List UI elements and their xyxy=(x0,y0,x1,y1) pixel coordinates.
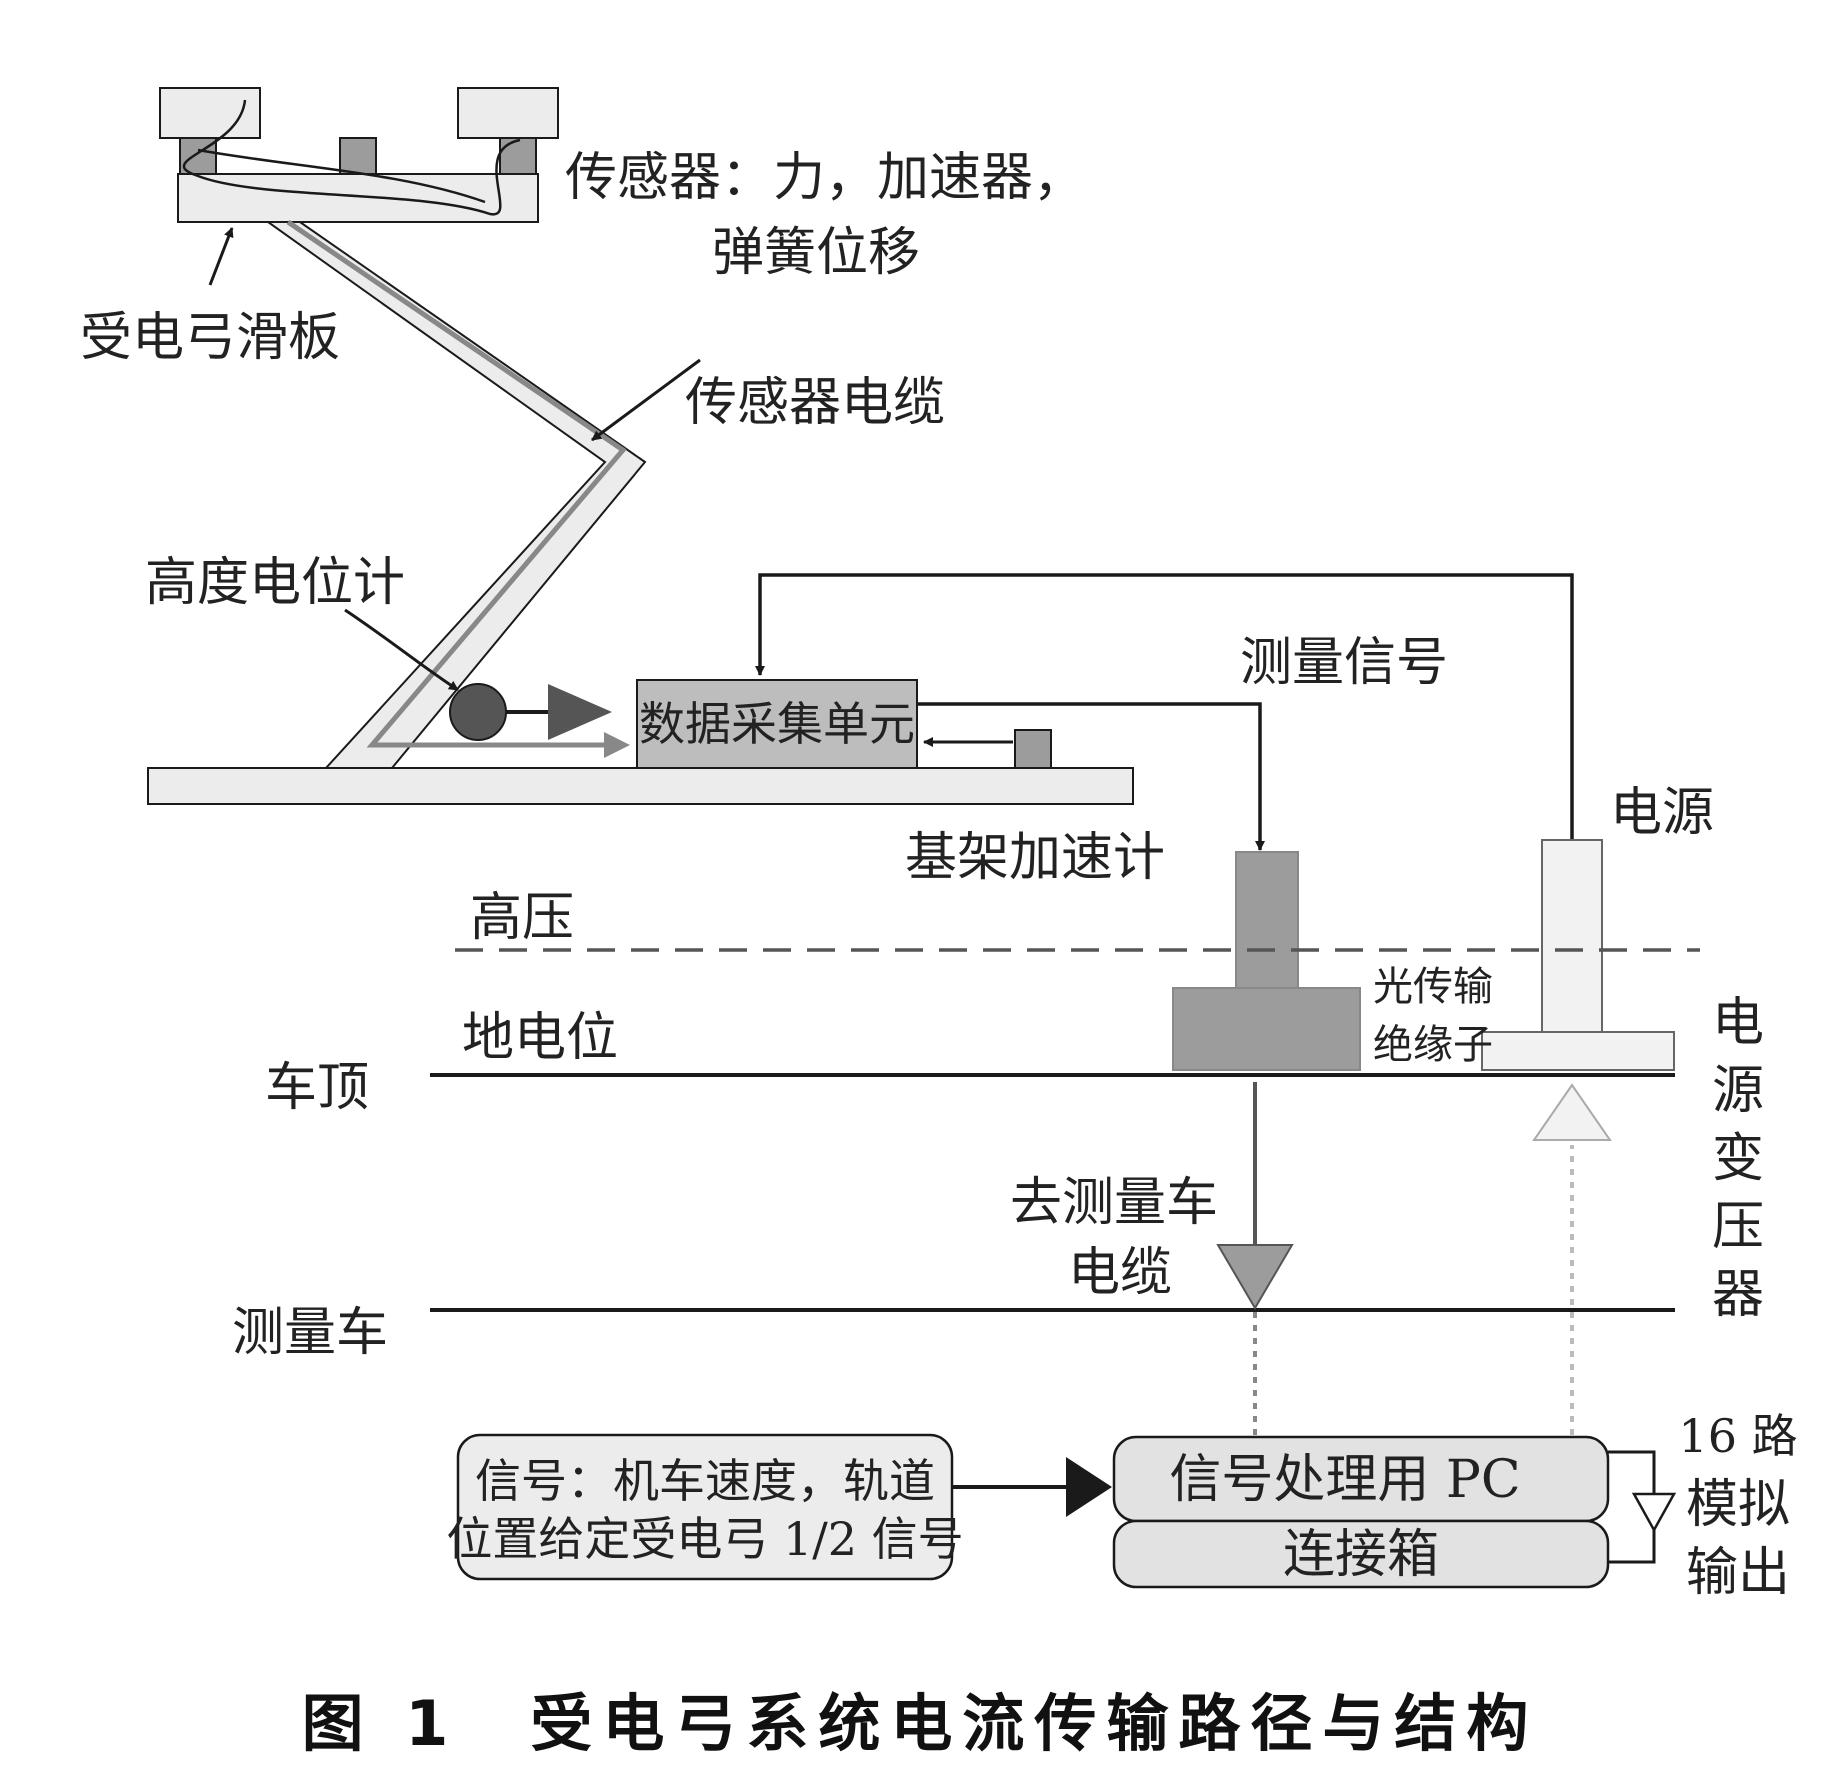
data-acquisition-unit-label: 数据采集单元 xyxy=(639,697,915,751)
power-feed-line xyxy=(755,573,1574,840)
connection-box-label: 连接箱 xyxy=(1283,1525,1439,1585)
potentiometer-label-pointer xyxy=(344,608,459,692)
analog-output-label-line1: 16 路 xyxy=(1678,1409,1797,1463)
frame-accelerometer-label: 基架加速计 xyxy=(905,828,1165,888)
optical-insulator-base xyxy=(1172,987,1361,1071)
sensors-label-line2: 弹簧位移 xyxy=(712,223,920,283)
sensor-wire-loop-2 xyxy=(197,148,486,204)
sensor-block-middle xyxy=(339,137,377,175)
measurement-signal-label: 测量信号 xyxy=(1240,633,1448,693)
power-up-arrowhead xyxy=(1532,1083,1612,1141)
base-frame xyxy=(147,767,1134,805)
pantograph-arm xyxy=(264,219,647,769)
sensor-cable-label: 传感器电缆 xyxy=(685,373,945,433)
connection-box xyxy=(1112,1519,1610,1589)
sensor-wire-loop xyxy=(182,99,521,216)
cable-to-car-label-line1: 去测量车 xyxy=(1010,1173,1218,1233)
signal-input-line2: 位置给定受电弓 1/2 信号 xyxy=(446,1512,963,1566)
car-roof-label: 车顶 xyxy=(265,1058,369,1118)
height-potentiometer-ball xyxy=(449,683,507,741)
power-transformer-base xyxy=(1481,1031,1675,1071)
power-transformer-label: 电 源 变 压 器 xyxy=(1712,993,1764,1325)
slide-label-pointer xyxy=(208,227,234,286)
arm-to-daq-arrowhead xyxy=(604,732,630,758)
power-supply-column xyxy=(1541,839,1603,1033)
power-supply-label: 电源 xyxy=(1610,783,1714,843)
slide-plate xyxy=(177,173,539,223)
signal-input-box xyxy=(456,1433,954,1581)
slide-end-block-left xyxy=(159,87,261,139)
ground-potential-label: 地电位 xyxy=(462,1008,618,1068)
power-transformer-char-3: 压 xyxy=(1712,1197,1764,1257)
figure-caption: 图 1 受电弓系统电流传输路径与结构 xyxy=(302,1687,1539,1760)
analog-output-label-line3: 输出 xyxy=(1686,1543,1790,1603)
analog-output-arrowhead xyxy=(1631,1492,1677,1533)
sensor-block-right xyxy=(499,137,537,175)
power-transformer-char-2: 变 xyxy=(1712,1129,1764,1189)
data-acquisition-unit-box xyxy=(636,679,918,769)
height-potentiometer-label: 高度电位计 xyxy=(145,553,405,613)
cable-to-car-label-line2: 电缆 xyxy=(1068,1243,1172,1303)
cable-to-car-arrowhead xyxy=(1216,1244,1294,1310)
signal-input-line1: 信号：机车速度，轨道 xyxy=(475,1454,935,1508)
pot-arrowhead xyxy=(548,684,612,740)
arm-body xyxy=(264,221,647,769)
pantograph-slide-label: 受电弓滑板 xyxy=(80,308,340,368)
slide-end-block-right xyxy=(457,87,559,139)
signal-to-pc-arrowhead xyxy=(1066,1457,1112,1517)
optical-insulator-label-line1: 光传输 xyxy=(1373,964,1493,1010)
high-voltage-label: 高压 xyxy=(470,888,574,948)
measurement-signal-line xyxy=(918,702,1265,851)
analog-output-label-line2: 模拟 xyxy=(1686,1475,1790,1535)
pantograph-slide-assembly xyxy=(159,87,559,223)
power-transformer-char-4: 器 xyxy=(1712,1265,1764,1325)
frame-accelerometer-block xyxy=(1014,729,1052,769)
cable-label-pointer xyxy=(591,358,701,442)
power-transformer-char-1: 源 xyxy=(1712,1061,1764,1121)
measurement-car-label: 测量车 xyxy=(232,1303,388,1363)
optical-insulator-column xyxy=(1235,851,1299,989)
power-transformer-char-0: 电 xyxy=(1712,993,1764,1053)
sensors-label-line1: 传感器：力，加速器， xyxy=(565,148,1085,208)
pc-box-label: 信号处理用 PC xyxy=(1169,1450,1520,1510)
optical-insulator-label-line2: 绝缘子 xyxy=(1373,1022,1493,1068)
